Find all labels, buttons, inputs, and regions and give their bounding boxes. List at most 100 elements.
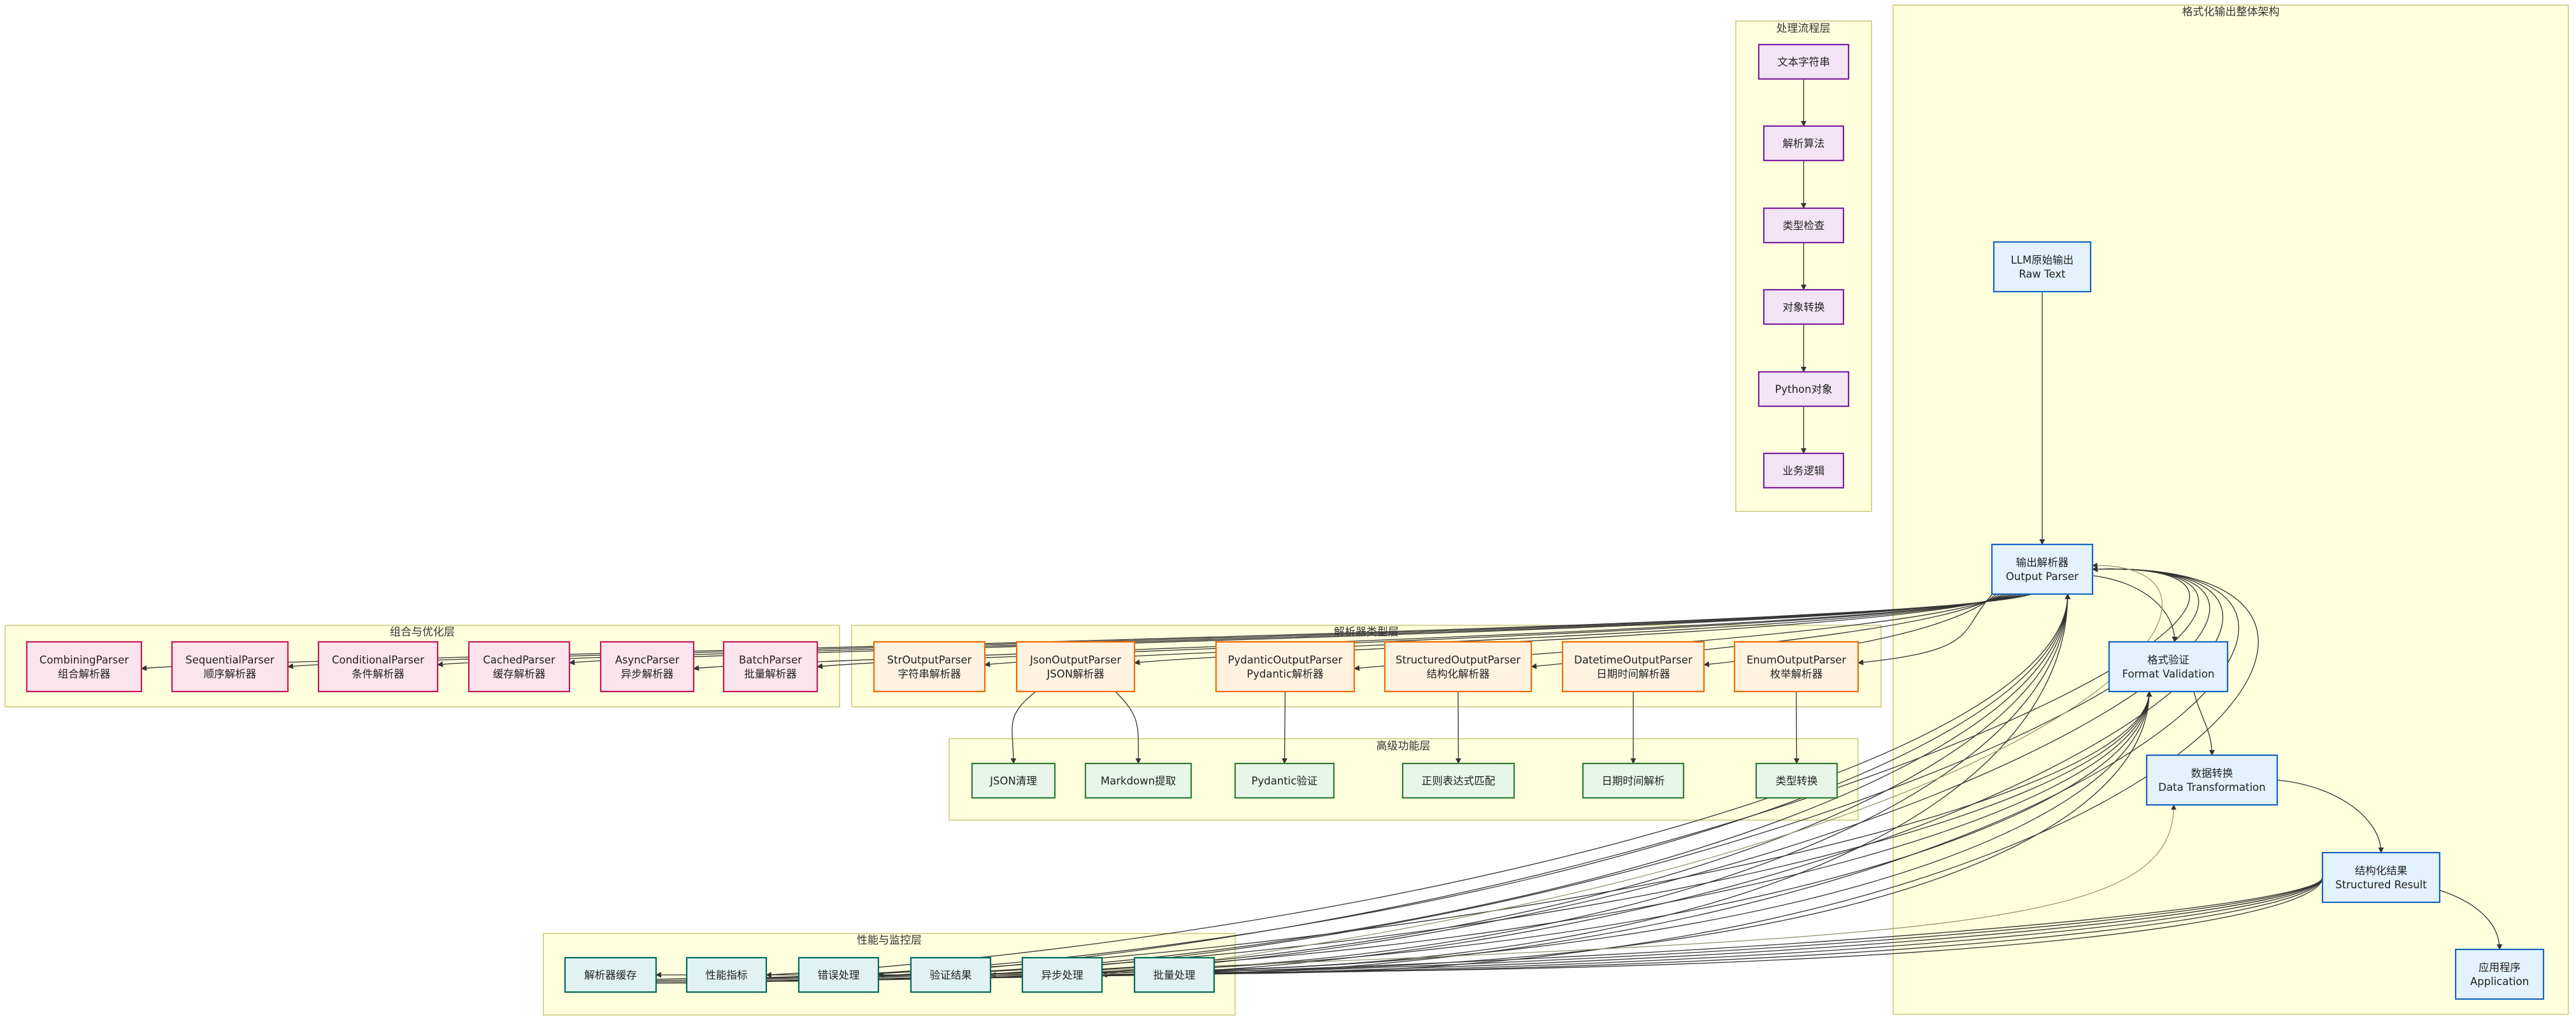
node-a2: Markdown提取 [1084, 762, 1192, 799]
node-label-a3: Pydantic验证 [1252, 775, 1318, 787]
node-label-p1: 批量处理 [1154, 969, 1196, 981]
node-label-dt: 数据转换 [2191, 767, 2233, 779]
node-label-str: StrOutputParser [887, 654, 972, 666]
node-p6: 解析器缓存 [564, 956, 657, 993]
edge-57 [990, 804, 2177, 976]
edge-10 [1857, 591, 1996, 665]
node-p5: 性能指标 [685, 956, 768, 993]
node-t2: 解析算法 [1763, 125, 1845, 162]
node-struct: StructuredOutputParser 结构化解析器 [1384, 641, 1533, 693]
node-label-cond: ConditionalParser [332, 654, 424, 666]
node-label-batch: BatchParser [739, 654, 802, 666]
edge-21 [141, 591, 2038, 671]
node-label-seq: 顺序解析器 [204, 668, 257, 680]
node-box-json [1015, 641, 1136, 693]
node-box-t4 [1763, 288, 1845, 325]
node-label-a6: 类型转换 [1776, 775, 1818, 787]
node-box-struct [1384, 641, 1533, 693]
node-label-async: AsyncParser [615, 654, 680, 666]
node-label-cached: 缓存解析器 [493, 668, 546, 680]
node-label-p3: 验证结果 [930, 969, 972, 981]
group-title-processing-flow: 处理流程层 [1777, 22, 1831, 35]
edge-58 [1101, 562, 2163, 976]
node-label-struct: StructuredOutputParser [1396, 654, 1521, 666]
node-label-app: Application [2470, 976, 2529, 988]
node-label-a5: 日期时间解析 [1602, 775, 1665, 787]
group-title-performance: 性能与监控层 [857, 934, 922, 947]
edge-52 [766, 566, 2200, 982]
node-a6: 类型转换 [1755, 762, 1838, 799]
node-box-a1 [971, 762, 1056, 799]
group-title-advanced: 高级功能层 [1377, 740, 1431, 753]
group-architecture: 格式化输出整体架构 [1893, 4, 2569, 1015]
edge-42 [990, 691, 2152, 976]
edge-39 [1101, 877, 2326, 975]
node-box-t6 [1763, 452, 1845, 489]
node-box-cached [468, 641, 571, 693]
node-label-cond: 条件解析器 [352, 668, 404, 680]
node-label-p2: 异步处理 [1041, 969, 1084, 981]
node-label-a2: Markdown提取 [1101, 775, 1176, 787]
node-box-cond [317, 641, 439, 693]
node-label-enum: 枚举解析器 [1770, 668, 1823, 680]
node-box-seq [171, 641, 289, 693]
node-t4: 对象转换 [1763, 288, 1845, 325]
node-p3: 验证结果 [910, 956, 992, 993]
node-t6: 业务逻辑 [1763, 452, 1845, 489]
edge-37 [1101, 593, 2071, 972]
node-label-sr: Structured Result [2335, 879, 2427, 891]
node-label-comb: CombiningParser [39, 654, 129, 666]
node-label-fv: Format Validation [2122, 668, 2215, 680]
node-box-pyd [1215, 641, 1356, 693]
node-box-p5 [685, 956, 768, 993]
node-a4: 正则表达式匹配 [1401, 762, 1515, 799]
node-label-t1: 文本字符串 [1777, 56, 1830, 68]
node-label-pyd: PydanticOutputParser [1228, 654, 1343, 666]
edge-4 [2439, 890, 2503, 950]
node-label-enum: EnumOutputParser [1747, 654, 1847, 666]
node-box-a4 [1401, 762, 1515, 799]
edge-38 [1101, 691, 2152, 974]
edge-2 [2193, 691, 2215, 756]
node-enum: EnumOutputParser 枚举解析器 [1733, 641, 1859, 693]
node-label-fv: 格式验证 [2147, 654, 2189, 666]
node-label-struct: 结构化解析器 [1427, 668, 1491, 680]
node-t5: Python对象 [1757, 371, 1850, 408]
edge-1 [2092, 575, 2178, 642]
node-box-op [1991, 543, 2094, 595]
node-box-p2 [1021, 956, 1103, 993]
node-box-str [873, 641, 986, 693]
node-label-p6: 解析器缓存 [584, 969, 637, 981]
group-title-combination: 组合与优化层 [390, 626, 455, 639]
edge-3 [2277, 779, 2384, 853]
node-t3: 类型检查 [1763, 207, 1845, 244]
node-box-batch [722, 641, 819, 693]
node-box-p4 [798, 956, 880, 993]
node-p2: 异步处理 [1021, 956, 1103, 993]
node-label-json: JsonOutputParser [1029, 654, 1121, 666]
node-t1: 文本字符串 [1757, 43, 1850, 80]
node-label-json: JSON解析器 [1046, 668, 1105, 680]
node-label-app: 应用程序 [2479, 962, 2521, 974]
node-box-app [2454, 948, 2545, 1000]
node-p1: 批量处理 [1133, 956, 1215, 993]
node-label-t2: 解析算法 [1783, 138, 1825, 150]
node-label-dtp: DatetimeOutputParser [1574, 654, 1692, 666]
node-label-op: Output Parser [2006, 571, 2079, 583]
node-box-async [599, 641, 695, 693]
edge-35 [1213, 877, 2326, 973]
node-a5: 日期时间解析 [1582, 762, 1685, 799]
node-box-a3 [1234, 762, 1335, 799]
group-title-architecture: 格式化输出整体架构 [2182, 6, 2280, 18]
node-box-t5 [1757, 371, 1850, 408]
edge-22 [1010, 691, 1036, 764]
